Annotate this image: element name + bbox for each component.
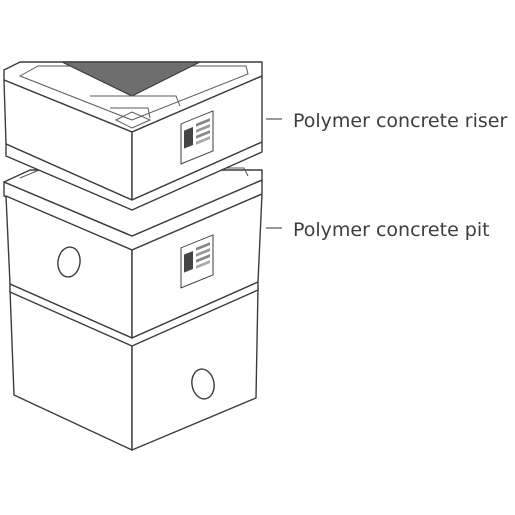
pit-label: Polymer concrete pit — [293, 219, 490, 241]
pit-base-pipe-hole — [191, 368, 215, 400]
riser-lid-panel — [61, 61, 201, 97]
pit-label-sticker-icon — [180, 234, 214, 289]
riser-body — [3, 61, 263, 211]
riser-label: Polymer concrete riser — [293, 110, 507, 132]
pit-pipe-hole — [57, 246, 81, 278]
riser-label-sticker-icon — [180, 110, 214, 165]
